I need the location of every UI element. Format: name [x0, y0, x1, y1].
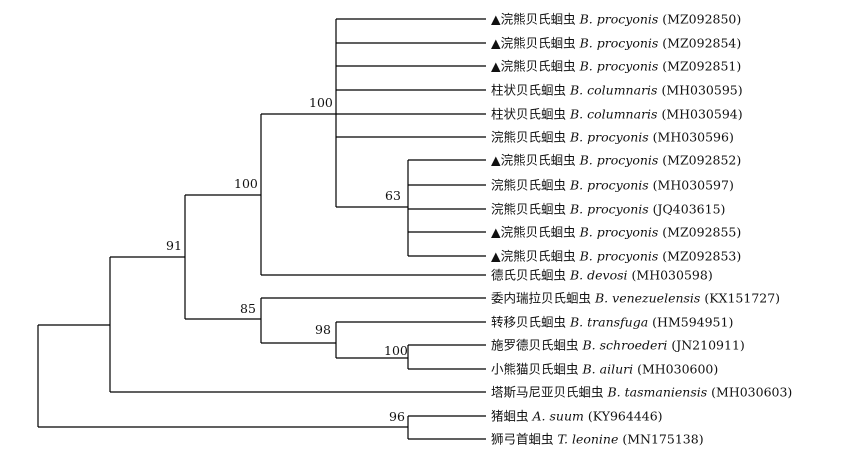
taxon-common-name: 浣熊贝氏蛔虫: [501, 153, 576, 168]
taxon-scientific-name: B. schroederi: [582, 338, 668, 353]
support-label: 100: [309, 95, 333, 110]
support-label: 100: [384, 343, 408, 358]
taxon-label: ▲浣熊贝氏蛔虫 B. procyonis (MZ092851): [491, 59, 741, 74]
taxon-common-name: 浣熊贝氏蛔虫: [501, 249, 576, 264]
taxon-accession: (MZ092853): [662, 249, 741, 264]
taxon-marker: ▲: [491, 225, 501, 240]
taxon-accession: (MH030600): [637, 362, 718, 377]
taxon-scientific-name: A. suum: [532, 409, 584, 424]
taxon-accession: (KX151727): [704, 291, 780, 306]
taxon-common-name: 狮弓首蛔虫: [491, 432, 554, 447]
taxon-common-name: 浣熊贝氏蛔虫: [491, 178, 566, 193]
taxon-label: ▲浣熊贝氏蛔虫 B. procyonis (MZ092855): [491, 225, 741, 240]
tree-branches: [37, 18, 486, 440]
taxon-common-name: 柱状贝氏蛔虫: [491, 107, 566, 122]
taxon-accession: (MH030596): [653, 130, 734, 145]
taxon-common-name: 浣熊贝氏蛔虫: [501, 59, 576, 74]
taxon-scientific-name: B. venezuelensis: [594, 291, 700, 306]
taxon-accession: (MZ092851): [662, 59, 741, 74]
taxon-marker: ▲: [491, 12, 501, 27]
taxon-scientific-name: B. procyonis: [579, 12, 659, 27]
support-label: 96: [389, 409, 405, 424]
taxon-scientific-name: B. procyonis: [579, 249, 659, 264]
taxon-accession: (MN175138): [622, 432, 703, 447]
taxon-label: ▲浣熊贝氏蛔虫 B. procyonis (MZ092852): [491, 153, 741, 168]
taxon-accession: (MH030597): [653, 178, 734, 193]
taxon-label: ▲浣熊贝氏蛔虫 B. procyonis (MZ092850): [491, 12, 741, 27]
taxon-marker: ▲: [491, 36, 501, 51]
taxon-accession: (MH030594): [661, 107, 742, 122]
taxon-label: 浣熊贝氏蛔虫 B. procyonis (MH030597): [491, 178, 734, 193]
taxon-accession: (MZ092852): [662, 153, 741, 168]
support-label: 100: [234, 176, 258, 191]
taxon-label: 委内瑞拉贝氏蛔虫 B. venezuelensis (KX151727): [491, 291, 780, 306]
taxon-common-name: 浣熊贝氏蛔虫: [491, 202, 566, 217]
taxon-accession: (MH030595): [661, 83, 742, 98]
taxon-label: 德氏贝氏蛔虫 B. devosi (MH030598): [491, 268, 713, 283]
taxon-label: 浣熊贝氏蛔虫 B. procyonis (JQ403615): [491, 202, 725, 217]
taxon-scientific-name: B. procyonis: [579, 153, 659, 168]
taxon-marker: ▲: [491, 249, 501, 264]
taxon-label: 塔斯马尼亚贝氏蛔虫 B. tasmaniensis (MH030603): [491, 385, 792, 400]
taxon-accession: (MZ092855): [662, 225, 741, 240]
taxon-common-name: 浣熊贝氏蛔虫: [491, 130, 566, 145]
taxon-accession: (MH030603): [711, 385, 792, 400]
taxon-common-name: 委内瑞拉贝氏蛔虫: [491, 291, 591, 306]
taxon-marker: ▲: [491, 59, 501, 74]
taxon-common-name: 施罗德贝氏蛔虫: [491, 338, 579, 353]
taxon-label: 柱状贝氏蛔虫 B. columnaris (MH030594): [491, 107, 743, 122]
taxon-common-name: 德氏贝氏蛔虫: [491, 268, 566, 283]
support-values: 91 100 100 63 85 98 100 96: [166, 95, 408, 424]
taxon-accession: (MH030598): [632, 268, 713, 283]
taxon-scientific-name: B. devosi: [569, 268, 628, 283]
taxon-common-name: 塔斯马尼亚贝氏蛔虫: [491, 385, 604, 400]
taxon-scientific-name: B. transfuga: [569, 315, 648, 330]
taxon-scientific-name: B. columnaris: [569, 107, 657, 122]
taxon-label: 小熊猫贝氏蛔虫 B. ailuri (MH030600): [491, 362, 718, 377]
taxon-accession: (MZ092850): [662, 12, 741, 27]
taxon-common-name: 转移贝氏蛔虫: [491, 315, 566, 330]
support-label: 98: [315, 322, 331, 337]
taxon-scientific-name: B. columnaris: [569, 83, 657, 98]
taxon-scientific-name: B. ailuri: [582, 362, 634, 377]
taxon-scientific-name: B. procyonis: [579, 59, 659, 74]
taxon-scientific-name: T. leonine: [558, 432, 619, 447]
taxon-label: 施罗德贝氏蛔虫 B. schroederi (JN210911): [491, 338, 745, 353]
taxon-scientific-name: B. tasmaniensis: [607, 385, 708, 400]
taxon-scientific-name: B. procyonis: [569, 178, 649, 193]
taxon-common-name: 浣熊贝氏蛔虫: [501, 12, 576, 27]
taxon-label: ▲浣熊贝氏蛔虫 B. procyonis (MZ092854): [491, 36, 741, 51]
taxon-label: ▲浣熊贝氏蛔虫 B. procyonis (MZ092853): [491, 249, 741, 264]
taxon-labels: ▲浣熊贝氏蛔虫 B. procyonis (MZ092850) ▲浣熊贝氏蛔虫 …: [491, 12, 792, 447]
taxon-common-name: 小熊猫贝氏蛔虫: [491, 362, 579, 377]
taxon-scientific-name: B. procyonis: [569, 130, 649, 145]
support-label: 91: [166, 238, 182, 253]
taxon-label: 柱状贝氏蛔虫 B. columnaris (MH030595): [491, 83, 743, 98]
taxon-common-name: 浣熊贝氏蛔虫: [501, 225, 576, 240]
taxon-accession: (KY964446): [588, 409, 663, 424]
taxon-label: 狮弓首蛔虫 T. leonine (MN175138): [491, 432, 704, 447]
taxon-accession: (JQ403615): [653, 202, 726, 217]
taxon-common-name: 猪蛔虫: [491, 409, 529, 424]
taxon-accession: (JN210911): [671, 338, 744, 353]
taxon-common-name: 柱状贝氏蛔虫: [491, 83, 566, 98]
support-label: 85: [240, 301, 256, 316]
taxon-label: 浣熊贝氏蛔虫 B. procyonis (MH030596): [491, 130, 734, 145]
taxon-marker: ▲: [491, 153, 501, 168]
support-label: 63: [385, 188, 401, 203]
taxon-scientific-name: B. procyonis: [579, 36, 659, 51]
taxon-label: 猪蛔虫 A. suum (KY964446): [491, 409, 663, 424]
taxon-scientific-name: B. procyonis: [579, 225, 659, 240]
taxon-label: 转移贝氏蛔虫 B. transfuga (HM594951): [491, 315, 733, 330]
taxon-accession: (MZ092854): [662, 36, 741, 51]
taxon-accession: (HM594951): [652, 315, 733, 330]
taxon-common-name: 浣熊贝氏蛔虫: [501, 36, 576, 51]
taxon-scientific-name: B. procyonis: [569, 202, 649, 217]
